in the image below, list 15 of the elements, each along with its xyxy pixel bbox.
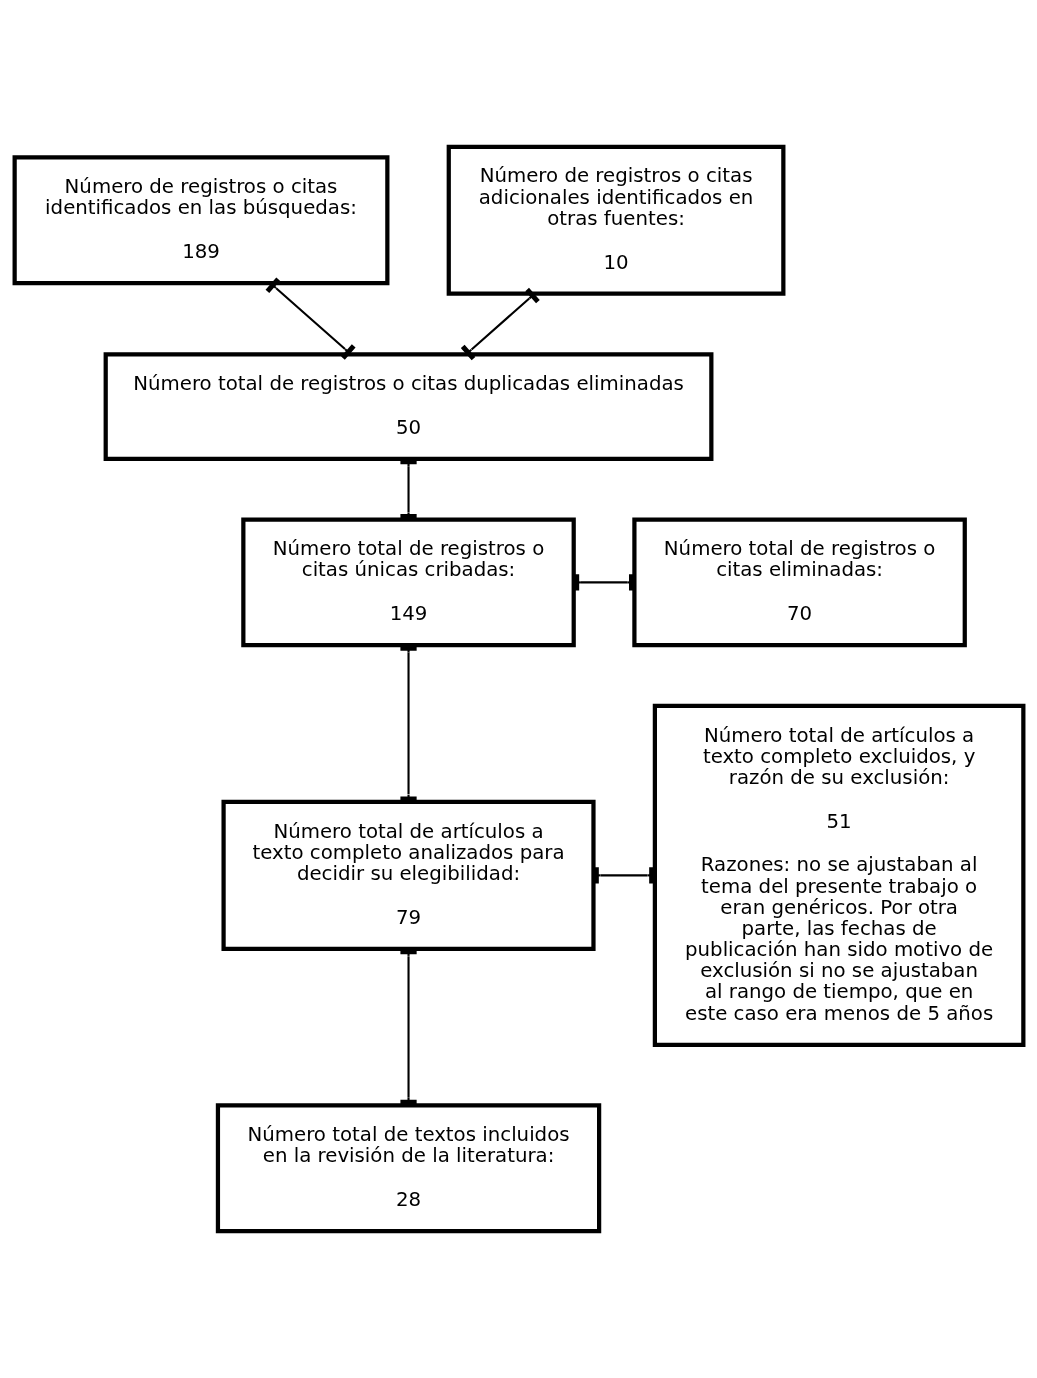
node-box: Número total de artículos a texto completo analizados para decidir su elegibilidad: 79 xyxy=(220,799,596,951)
connector xyxy=(399,459,417,520)
node-box: Número de registros o citas identificados en las búsquedas: 189 xyxy=(12,155,389,286)
connector xyxy=(593,867,654,884)
node-box: Número total de registros o citas duplicadas eliminadas 50 xyxy=(103,352,713,461)
node-box: Número total de registros o citas únicas cribadas: 149 xyxy=(240,517,576,648)
node-box: Número total de registros o citas eliminadas: 70 xyxy=(631,517,967,648)
node-box: Número total de textos incluidos en la revisión de la literatura: 28 xyxy=(215,1103,601,1234)
connector xyxy=(399,645,417,802)
connector xyxy=(460,287,540,361)
connector xyxy=(265,277,356,360)
connector xyxy=(573,574,634,591)
node-box: Número total de artículos a texto completo excluidos, y razón de su exclusión: 51 Razones: no se ajustaban al tema del presente trabajo o eran genéricos. Por otra parte, las fechas de publicación han sido motivo de exclusión si no se ajustaban al rango de tiempo, que en este caso era menos de 5 años xyxy=(652,703,1025,1047)
connector xyxy=(399,948,417,1105)
node-box: Número de registros o citas adicionales identificados en otras fuentes: 10 xyxy=(446,144,785,296)
